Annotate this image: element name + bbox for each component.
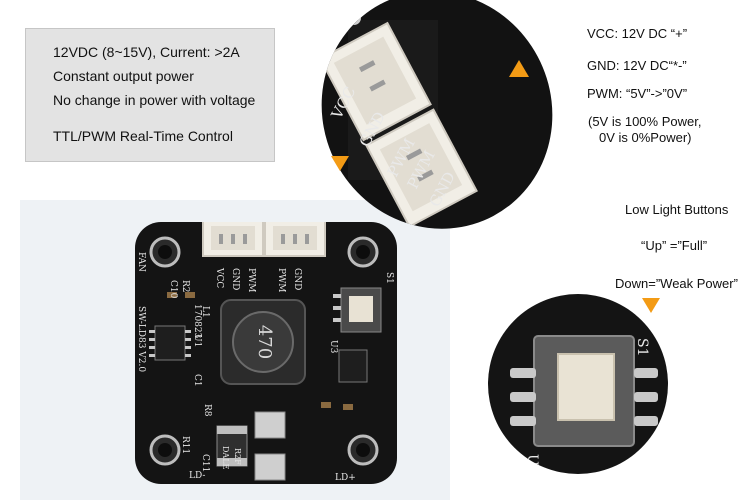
- pcb-label-gnd-2: GND: [292, 268, 302, 290]
- spec-line-no-change: No change in power with voltage: [53, 92, 256, 108]
- pcb-label-pwm: PWM: [246, 268, 256, 293]
- pcb-label-r2: R2: [180, 280, 190, 293]
- pcb-label-r8: R8: [202, 404, 212, 417]
- pcb-label-r2f: R2F: [233, 448, 242, 465]
- driver-pcb-photo: VCC GND PWM PWM GND FAN SW-LD83 V2.0 170…: [135, 217, 397, 484]
- pcb-label-date: 170823: [192, 304, 202, 339]
- switch-zoom-photo: S1 U3: [488, 294, 668, 474]
- pcb-label-ld-plus: LD+: [335, 473, 356, 483]
- buttons-info-down: Down=”Weak Power”: [615, 276, 738, 291]
- pcb-label-dale: DALE: [221, 446, 230, 470]
- connector-zoom-graphic: VCC GND PWM PWM GND: [318, 0, 556, 236]
- spec-box: 12VDC (8~15V), Current: >2A Constant out…: [25, 28, 275, 162]
- pcb-label-pwm-2: PWM: [276, 268, 286, 293]
- pin-info-note-2: 0V is 0%Power): [599, 130, 692, 145]
- pcb-label-r11: R11: [180, 436, 190, 454]
- pcb-label-vcc: VCC: [214, 267, 224, 288]
- switch-zoom-graphic: S1 U3: [488, 294, 668, 474]
- spec-line-ttl-pwm: TTL/PWM Real-Time Control: [53, 128, 233, 144]
- arrow-triangle-icon: [331, 156, 349, 171]
- inductor-marking: 470: [254, 325, 275, 359]
- pcb-label-fan: FAN: [136, 252, 146, 272]
- pcb-label-ld-minus: LD-: [189, 471, 205, 481]
- pin-info-vcc: VCC: 12V DC “+”: [587, 26, 688, 41]
- buttons-info-title: Low Light Buttons: [625, 202, 729, 217]
- buttons-info-up: “Up” =”Full”: [641, 238, 708, 253]
- pcb-label-l1: L1: [200, 306, 210, 318]
- pcb-graphic: VCC GND PWM PWM GND FAN SW-LD83 V2.0 170…: [136, 217, 394, 483]
- pcb-label-u1: U1: [192, 334, 202, 347]
- arrow-triangle-icon: [642, 298, 660, 313]
- connector-zoom-photo: VCC GND PWM PWM GND: [318, 0, 556, 236]
- spec-line-voltage: 12VDC (8~15V), Current: >2A: [53, 44, 240, 60]
- pcb-label-c11: C11: [200, 454, 210, 472]
- pin-info-gnd: GND: 12V DC“*-”: [587, 58, 687, 73]
- pcb-label-model: SW-LD83 V2.0: [136, 306, 146, 372]
- pcb-label-c10: C10: [168, 280, 178, 299]
- zoom-label-u3: U3: [524, 454, 540, 474]
- arrow-triangle-icon: [509, 60, 529, 77]
- spec-line-constant-power: Constant output power: [53, 68, 194, 84]
- pcb-label-c1: C1: [192, 374, 202, 387]
- pcb-label-u3: U3: [328, 340, 338, 354]
- pcb-label-gnd: GND: [230, 268, 240, 290]
- zoom-label-s1: S1: [634, 338, 650, 357]
- pcb-label-s1: S1: [384, 272, 394, 284]
- pin-info-pwm: PWM: “5V”->”0V”: [587, 86, 688, 101]
- pin-info-note-1: (5V is 100% Power,: [588, 114, 702, 129]
